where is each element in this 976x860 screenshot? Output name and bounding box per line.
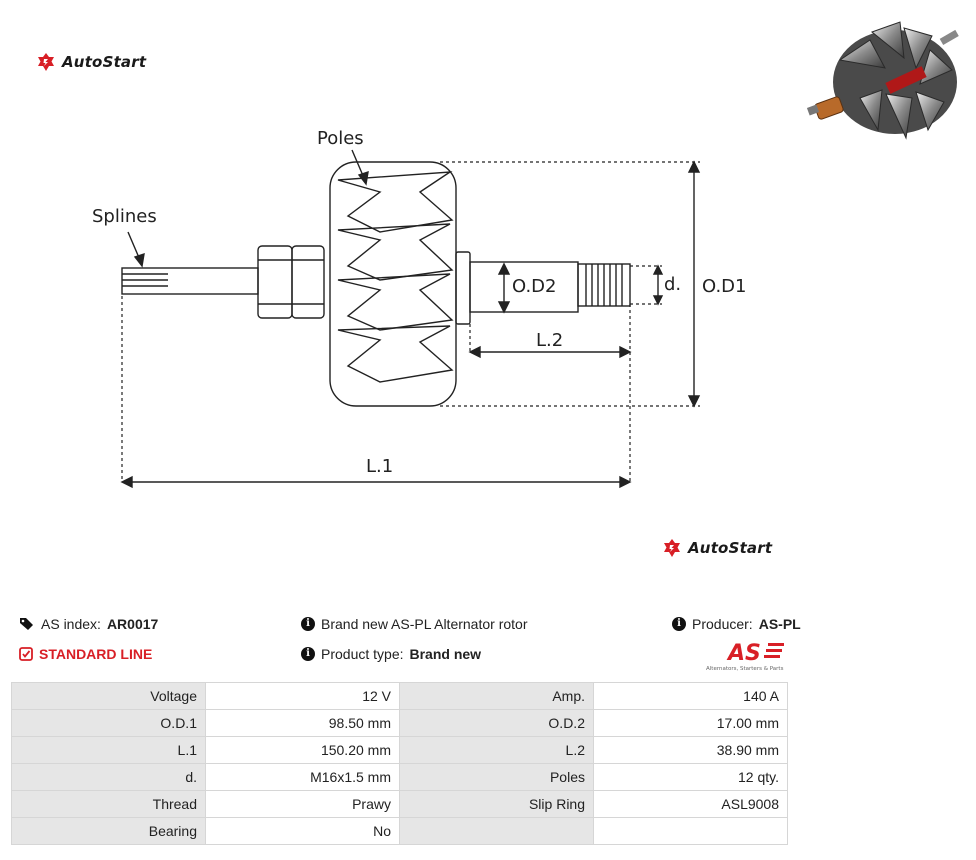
autostart-logo-text: AutoStart <box>688 539 773 557</box>
spec-label: O.D.2 <box>399 709 594 737</box>
spec-label: Poles <box>399 763 594 791</box>
label-splines: Splines <box>92 206 157 227</box>
table-row: Thread Prawy Slip Ring ASL9008 <box>11 790 788 818</box>
info-icon: i <box>301 617 315 631</box>
spec-value: 38.90 mm <box>593 736 788 764</box>
spec-value: Prawy <box>205 790 400 818</box>
pole-claws <box>337 171 454 383</box>
bearing-block-left <box>257 245 293 319</box>
spec-value: 140 A <box>593 682 788 710</box>
spec-label: Slip Ring <box>399 790 594 818</box>
spec-label: Voltage <box>11 682 206 710</box>
product-description: i Brand new AS-PL Alternator rotor <box>301 616 527 632</box>
autostart-logo-icon <box>38 53 54 71</box>
as-index: AS index: AR0017 <box>19 616 158 632</box>
as-pl-logo-tagline: Alternators, Starters & Parts <box>706 666 784 672</box>
product-type-label: Product type: <box>321 646 404 662</box>
rotor-dimension-diagram: Poles Splines O.D2 d. O.D1 L.2 L.1 <box>92 128 746 489</box>
spec-value: 98.50 mm <box>205 709 400 737</box>
spec-value: 17.00 mm <box>593 709 788 737</box>
info-icon: i <box>301 647 315 661</box>
standard-line-badge: STANDARD LINE <box>19 646 152 662</box>
spec-label: Thread <box>11 790 206 818</box>
specs-table: Voltage 12 V Amp. 140 A O.D.1 98.50 mm O… <box>11 682 788 845</box>
label-l1: L.1 <box>366 456 393 477</box>
spec-label: O.D.1 <box>11 709 206 737</box>
table-row: L.1 150.20 mm L.2 38.90 mm <box>11 736 788 764</box>
product-description-text: Brand new AS-PL Alternator rotor <box>321 616 528 632</box>
spec-value: M16x1.5 mm <box>205 763 400 791</box>
label-poles: Poles <box>317 128 364 149</box>
producer-label: Producer: <box>692 616 753 632</box>
table-row: Bearing No <box>11 817 788 845</box>
rotor-product-photo <box>806 21 959 140</box>
autostart-logo-icon <box>664 539 680 557</box>
specs-table-body: Voltage 12 V Amp. 140 A O.D.1 98.50 mm O… <box>11 682 788 845</box>
spec-label: L.1 <box>11 736 206 764</box>
spline-shaft <box>121 267 259 295</box>
spec-value: 12 qty. <box>593 763 788 791</box>
table-row: d. M16x1.5 mm Poles 12 qty. <box>11 763 788 791</box>
as-pl-logo: AS Alternators, Starters & Parts <box>706 641 784 672</box>
bearing-block-right <box>291 245 325 319</box>
spec-value: 12 V <box>205 682 400 710</box>
spec-value: ASL9008 <box>593 790 788 818</box>
autostart-logo-text: AutoStart <box>62 53 147 71</box>
spec-label: L.2 <box>399 736 594 764</box>
standard-line-text: STANDARD LINE <box>39 646 153 662</box>
product-type: i Product type: Brand new <box>301 646 481 662</box>
autostart-logo-top: AutoStart <box>36 52 146 72</box>
spec-label <box>399 817 594 845</box>
pole-body <box>329 161 457 407</box>
spec-value: No <box>205 817 400 845</box>
tags-icon <box>20 618 33 630</box>
table-row: Voltage 12 V Amp. 140 A <box>11 682 788 710</box>
check-square-icon <box>19 647 33 661</box>
label-l2: L.2 <box>536 330 563 351</box>
autostart-logo-bottom: AutoStart <box>662 538 772 558</box>
product-type-value: Brand new <box>409 646 482 662</box>
spec-label: Bearing <box>11 817 206 845</box>
label-od2: O.D2 <box>512 276 556 297</box>
spec-label: Amp. <box>399 682 594 710</box>
as-index-value: AR0017 <box>106 616 159 632</box>
as-index-label: AS index: <box>41 616 101 632</box>
spec-label: d. <box>11 763 206 791</box>
as-pl-logo-text: AS <box>726 641 761 666</box>
label-od1: O.D1 <box>702 276 746 297</box>
producer-value: AS-PL <box>758 616 801 632</box>
producer: i Producer: AS-PL <box>672 616 801 632</box>
label-d: d. <box>664 274 681 295</box>
spec-value <box>593 817 788 845</box>
table-row: O.D.1 98.50 mm O.D.2 17.00 mm <box>11 709 788 737</box>
info-icon: i <box>672 617 686 631</box>
spec-value: 150.20 mm <box>205 736 400 764</box>
rear-collar <box>455 251 471 325</box>
